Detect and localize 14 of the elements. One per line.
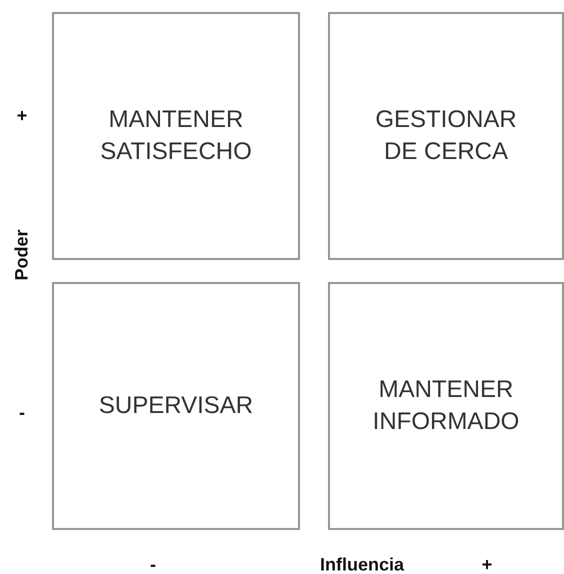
axis-minus: - bbox=[150, 554, 156, 574]
axis-plus: + bbox=[16, 106, 28, 126]
quadrant-label: GESTIONAR DE CERCA bbox=[374, 104, 518, 167]
axis-minus: - bbox=[19, 402, 25, 424]
axis-plus: + bbox=[482, 554, 492, 574]
quadrant-box bbox=[328, 12, 564, 260]
quadrant-box bbox=[52, 282, 300, 530]
quadrant-label: MANTENER INFORMADO bbox=[372, 374, 520, 437]
quadrant-label: SUPERVISAR bbox=[98, 390, 254, 421]
axis-title: Influencia bbox=[320, 554, 404, 574]
quadrant-label: MANTENER SATISFECHO bbox=[99, 104, 253, 167]
quadrant-box bbox=[328, 282, 564, 530]
quadrant-box bbox=[52, 12, 300, 260]
axis-title: Poder bbox=[12, 230, 32, 280]
